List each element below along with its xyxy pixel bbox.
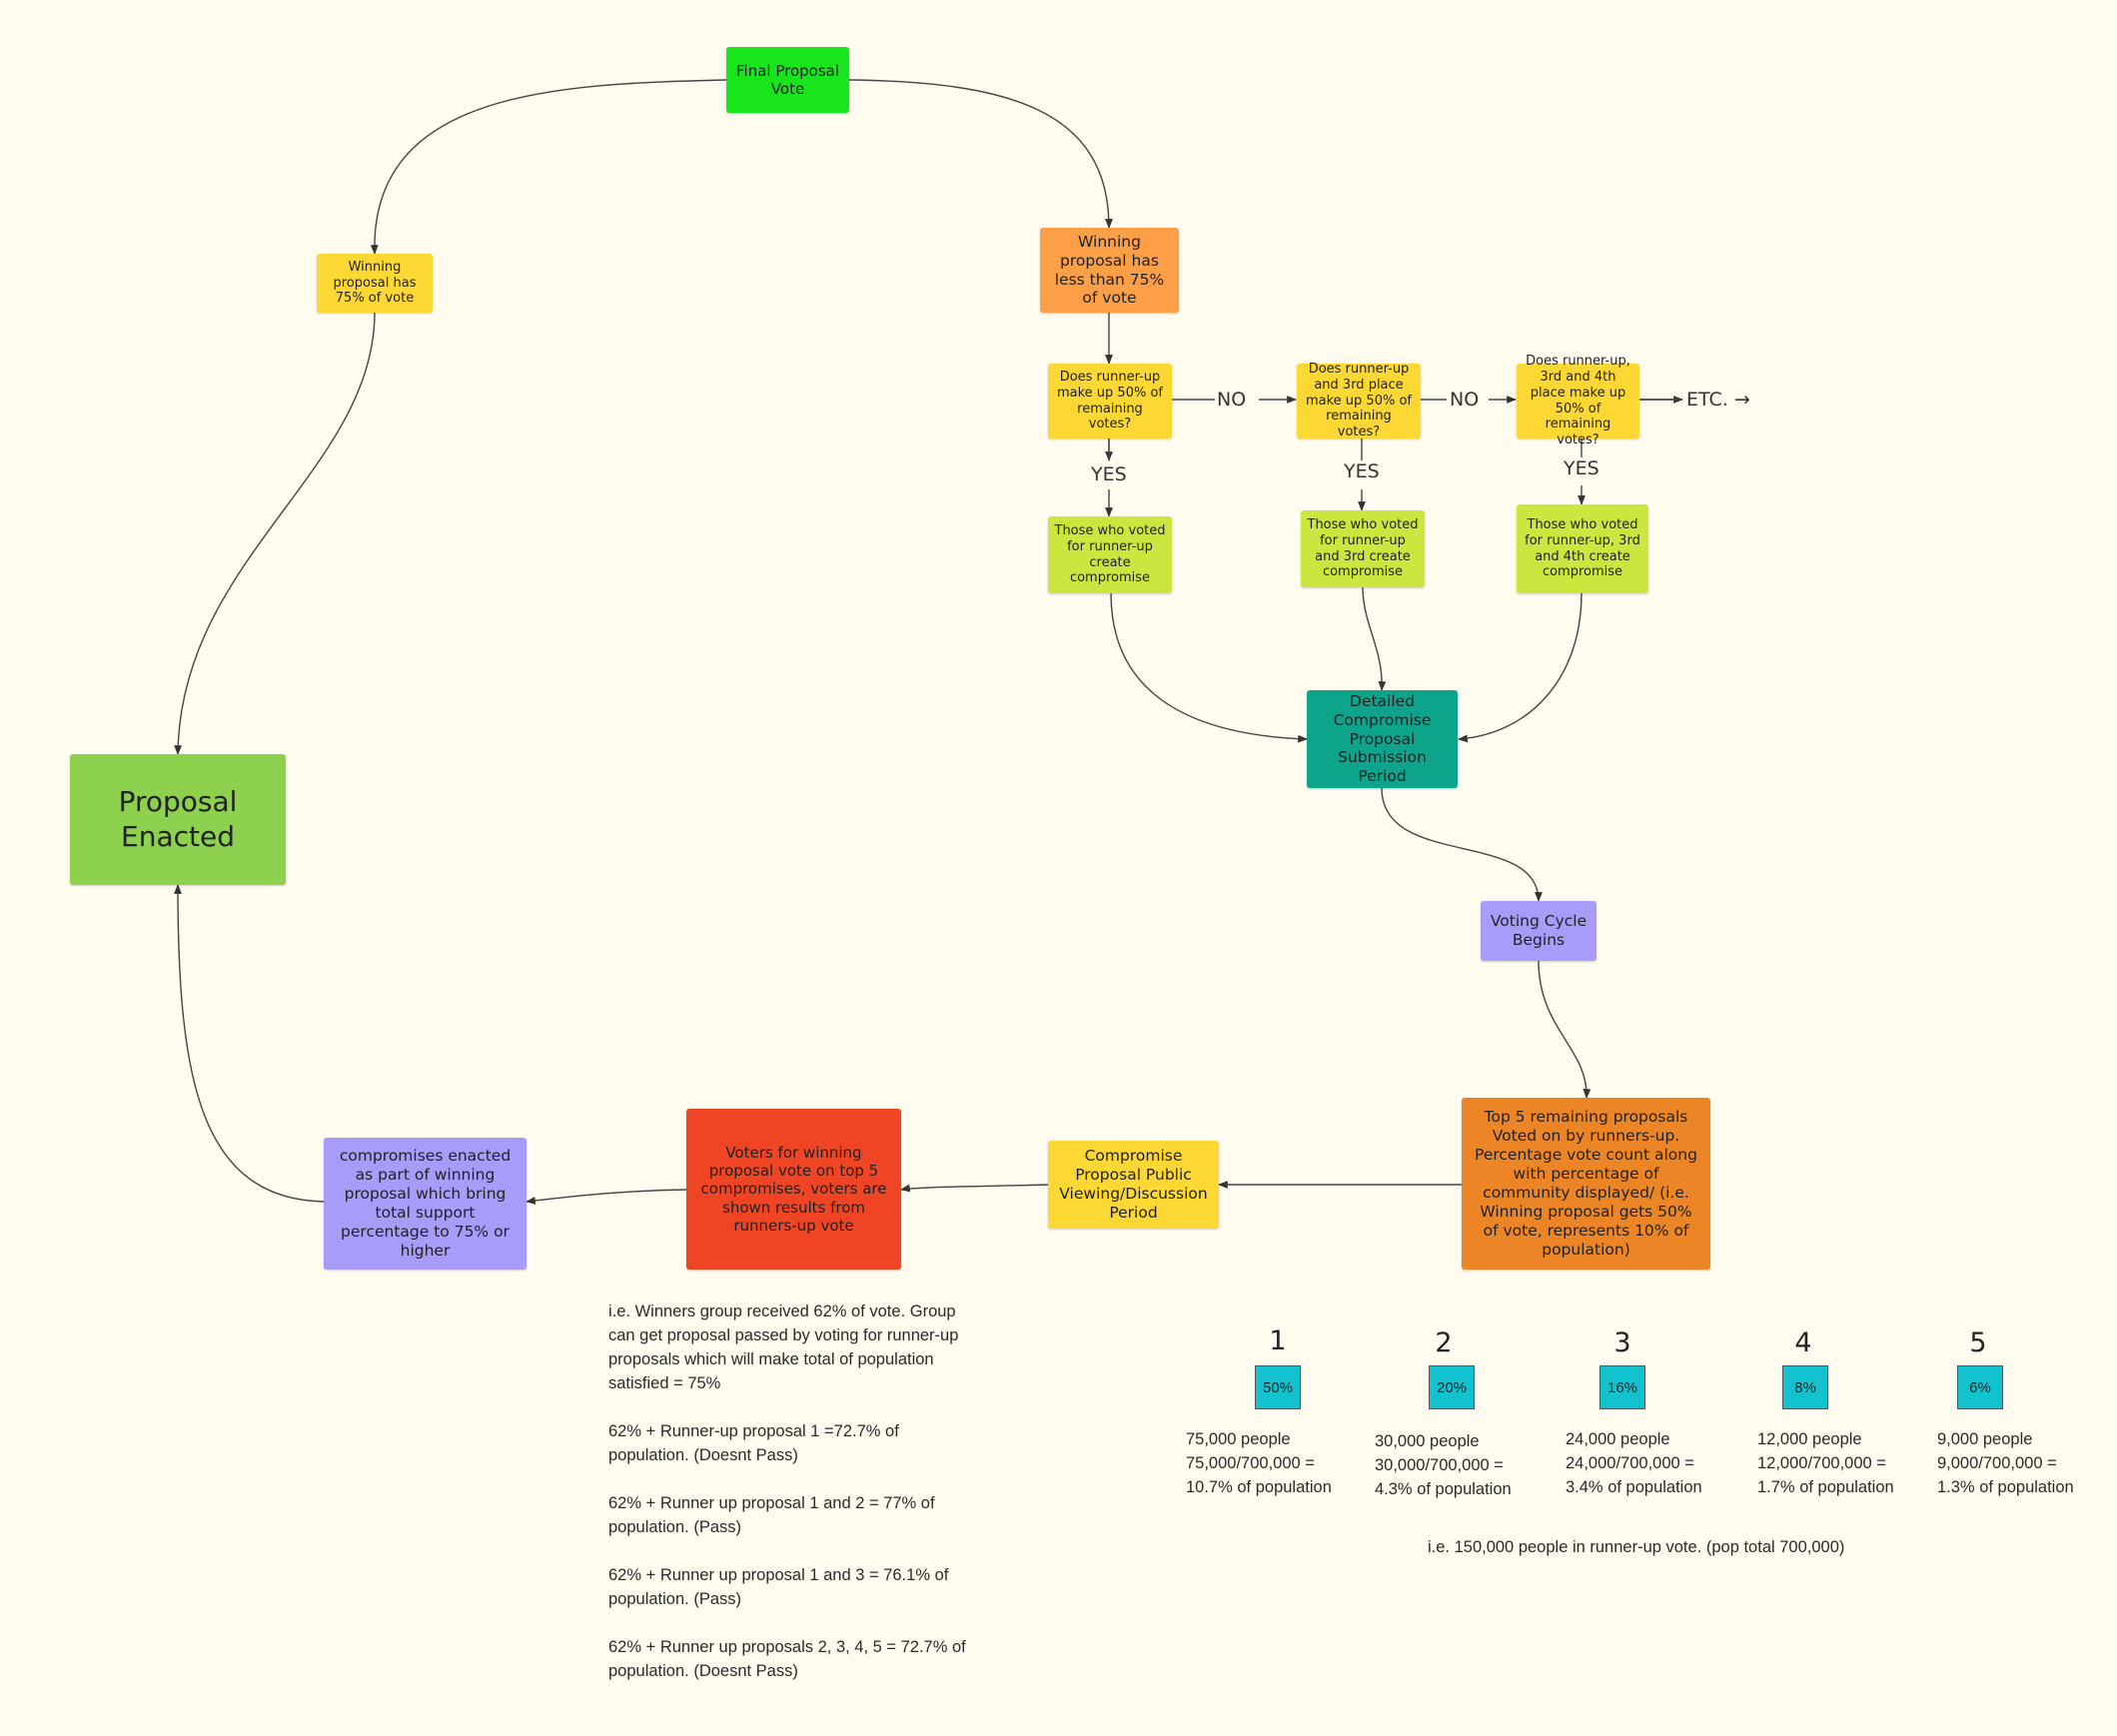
edge-75-to-enacted	[174, 312, 376, 755]
note-case-1: 62% + Runner-up proposal 1 =72.7% of pop…	[608, 1422, 899, 1464]
detailed-compromise-node[interactable]: Detailed Compromise Proposal Submission …	[1307, 690, 1458, 788]
runner-up-rank: 5	[1969, 1327, 1987, 1358]
runner-up-share: 4.3% of population	[1375, 1480, 1512, 1498]
etc-label: ETC. →	[1684, 389, 1752, 411]
public-viewing-node[interactable]: Compromise Proposal Public Viewing/Discu…	[1048, 1141, 1219, 1229]
winning-75-node[interactable]: Winning proposal has 75% of vote	[317, 254, 433, 313]
edge-detailed-to-voting	[1381, 787, 1543, 902]
edge-c1-to-detailed	[1110, 592, 1308, 743]
runner-up-rank: 3	[1613, 1327, 1631, 1358]
compromises-enacted-node[interactable]: compromises enacted as part of winning p…	[324, 1138, 527, 1270]
top5-proposals-node[interactable]: Top 5 remaining proposals Voted on by ru…	[1462, 1098, 1710, 1270]
runner-up-calc: 24,000/700,000 =	[1566, 1454, 1694, 1472]
no-label-1: NO	[1215, 389, 1249, 411]
question-runner-up-3rd-node[interactable]: Does runner-up and 3rd place make up 50%…	[1297, 362, 1421, 439]
runner-up-people: 24,000 people	[1566, 1430, 1670, 1448]
note-case-4: 62% + Runner up proposals 2, 3, 4, 5 = 7…	[608, 1638, 966, 1680]
proposal-enacted-node[interactable]: Proposal Enacted	[70, 754, 286, 885]
runner-up-calc: 12,000/700,000 =	[1757, 1454, 1886, 1472]
voting-cycle-node[interactable]: Voting Cycle Begins	[1481, 901, 1596, 961]
runner-up-share: 1.3% of population	[1937, 1478, 2074, 1496]
note-intro: i.e. Winners group received 62% of vote.…	[608, 1302, 959, 1392]
runner-up-count: 9,000 people 9,000/700,000 = 1.3% of pop…	[1937, 1427, 2112, 1499]
note-case-2: 62% + Runner up proposal 1 and 2 = 77% o…	[608, 1494, 935, 1536]
note-case-3: 62% + Runner up proposal 1 and 3 = 76.1%…	[608, 1566, 949, 1608]
runner-up-rank: 4	[1794, 1327, 1812, 1358]
runner-up-rank: 2	[1435, 1327, 1453, 1358]
edge-compromises-to-enacted	[174, 884, 325, 1203]
runner-up-share: 10.7% of population	[1186, 1478, 1332, 1496]
yes-label-1: YES	[1089, 463, 1129, 485]
runner-up-people: 75,000 people	[1186, 1430, 1291, 1448]
edge-voting-to-top5	[1538, 960, 1591, 1099]
runner-up-people: 30,000 people	[1375, 1432, 1480, 1450]
runner-up-summary: i.e. 150,000 people in runner-up vote. (…	[1428, 1538, 1845, 1556]
compromise-runner-up-node[interactable]: Those who voted for runner-up create com…	[1048, 516, 1172, 593]
edge-vote-to-less75	[848, 79, 1113, 229]
final-proposal-vote-node[interactable]: Final Proposal Vote	[726, 47, 849, 113]
voters-winning-node[interactable]: Voters for winning proposal vote on top …	[686, 1109, 901, 1270]
edge-c2-to-detailed	[1362, 586, 1387, 691]
runner-up-percent-badge: 20%	[1429, 1365, 1475, 1409]
runner-up-share: 1.7% of population	[1757, 1478, 1894, 1496]
runner-up-people: 12,000 people	[1757, 1430, 1862, 1448]
runner-up-count: 12,000 people 12,000/700,000 = 1.7% of p…	[1757, 1427, 1957, 1499]
runner-up-calc: 75,000/700,000 =	[1186, 1454, 1315, 1472]
winning-less-75-node[interactable]: Winning proposal has less than 75% of vo…	[1040, 228, 1179, 313]
yes-label-2: YES	[1342, 460, 1382, 482]
runner-up-percent-badge: 6%	[1957, 1365, 2003, 1409]
edge-vote-to-75	[370, 79, 727, 255]
runner-up-calc: 30,000/700,000 =	[1375, 1456, 1504, 1474]
runner-up-people: 9,000 people	[1937, 1430, 2033, 1448]
question-runner-up-node[interactable]: Does runner-up make up 50% of remaining …	[1048, 364, 1172, 438]
runner-up-rank: 1	[1269, 1325, 1287, 1356]
runner-up-percent-badge: 8%	[1782, 1365, 1828, 1409]
no-label-2: NO	[1448, 389, 1482, 411]
runner-up-count: 24,000 people 24,000/700,000 = 3.4% of p…	[1566, 1427, 1765, 1499]
edge-viewing-to-voters	[900, 1184, 1050, 1193]
runner-up-count: 30,000 people 30,000/700,000 = 4.3% of p…	[1375, 1429, 1575, 1501]
edge-voters-to-compromises	[526, 1189, 687, 1205]
yes-label-3: YES	[1562, 457, 1601, 479]
compromise-runner-up-3rd-4th-node[interactable]: Those who voted for runner-up, 3rd and 4…	[1517, 504, 1648, 593]
question-runner-up-3rd-4th-node[interactable]: Does runner-up, 3rd and 4th place make u…	[1517, 354, 1639, 447]
runner-up-share: 3.4% of population	[1566, 1478, 1702, 1496]
compromise-runner-up-3rd-node[interactable]: Those who voted for runner-up and 3rd cr…	[1301, 510, 1425, 587]
example-notes: i.e. Winners group received 62% of vote.…	[608, 1300, 968, 1707]
runner-up-percent-badge: 50%	[1255, 1365, 1301, 1409]
runner-up-calc: 9,000/700,000 =	[1937, 1454, 2057, 1472]
runner-up-percent-badge: 16%	[1599, 1365, 1645, 1409]
runner-up-count: 75,000 people 75,000/700,000 = 10.7% of …	[1186, 1427, 1386, 1499]
edge-c3-to-detailed	[1458, 592, 1583, 743]
